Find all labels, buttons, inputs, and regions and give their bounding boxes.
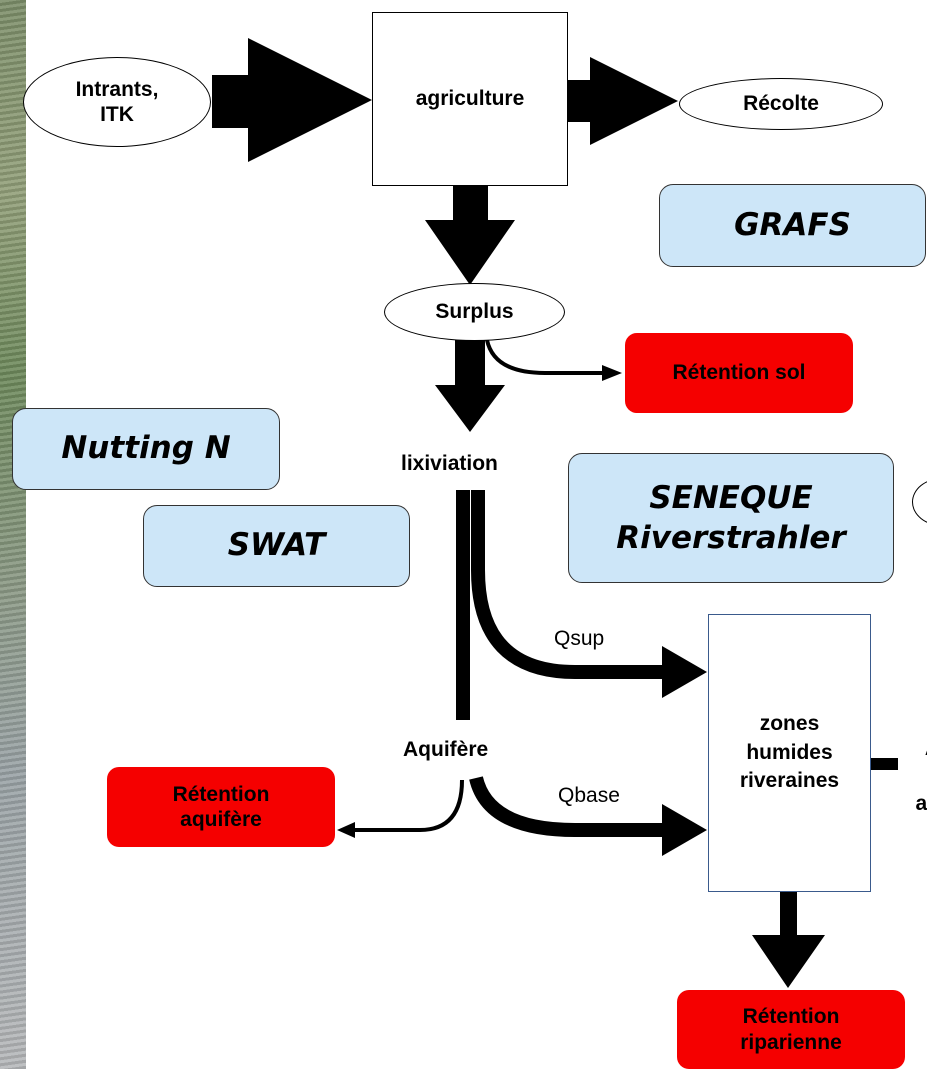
nutting-model-box: Nutting N [12,408,280,490]
aquifere-label: Aquifère [403,738,489,761]
surplus-node: Surplus [384,283,565,341]
arrow-surplus-to-lixiviation [435,338,505,432]
lixiviation-label: lixiviation [401,452,498,475]
arrow-aquifere-to-retention [352,779,464,832]
arrow-head-retention-aquifere [337,822,355,838]
swat-model-box: SWAT [143,505,410,587]
retention-aquifere-box: Rétention aquifère [107,767,335,847]
arrow-head-retention-sol [602,365,622,381]
aerial-photo-strip [0,0,26,1069]
arrow-zones-to-right [871,758,898,770]
arrow-qbase [469,776,666,837]
arrow-intrants-to-agriculture [212,38,372,162]
retention-sol-box: Rétention sol [625,333,853,413]
retention-riparienne-box: Rétention riparienne [677,990,905,1069]
qbase-label: Qbase [558,784,620,807]
zones-humides-node: zones humides riveraines [708,614,871,892]
intrants-node: Intrants, ITK [23,57,211,147]
arrow-zones-to-riparienne [752,892,825,988]
partial-right-label: A d au [915,737,927,815]
arrow-agriculture-to-surplus [425,186,515,285]
arrow-agriculture-to-recolte [568,57,678,145]
lixiviation-bar [456,490,470,720]
agriculture-node: agriculture [372,12,568,186]
arrow-head-qbase [662,804,707,856]
arrow-qsup [471,490,666,679]
arrow-surplus-to-retention-sol [485,339,604,375]
grafs-model-box: GRAFS [659,184,926,267]
seneque-model-box: SENEQUE Riverstrahler [568,453,894,583]
recolte-node: Récolte [679,78,883,130]
arrow-head-qsup [662,646,707,698]
qsup-label: Qsup [554,627,605,650]
